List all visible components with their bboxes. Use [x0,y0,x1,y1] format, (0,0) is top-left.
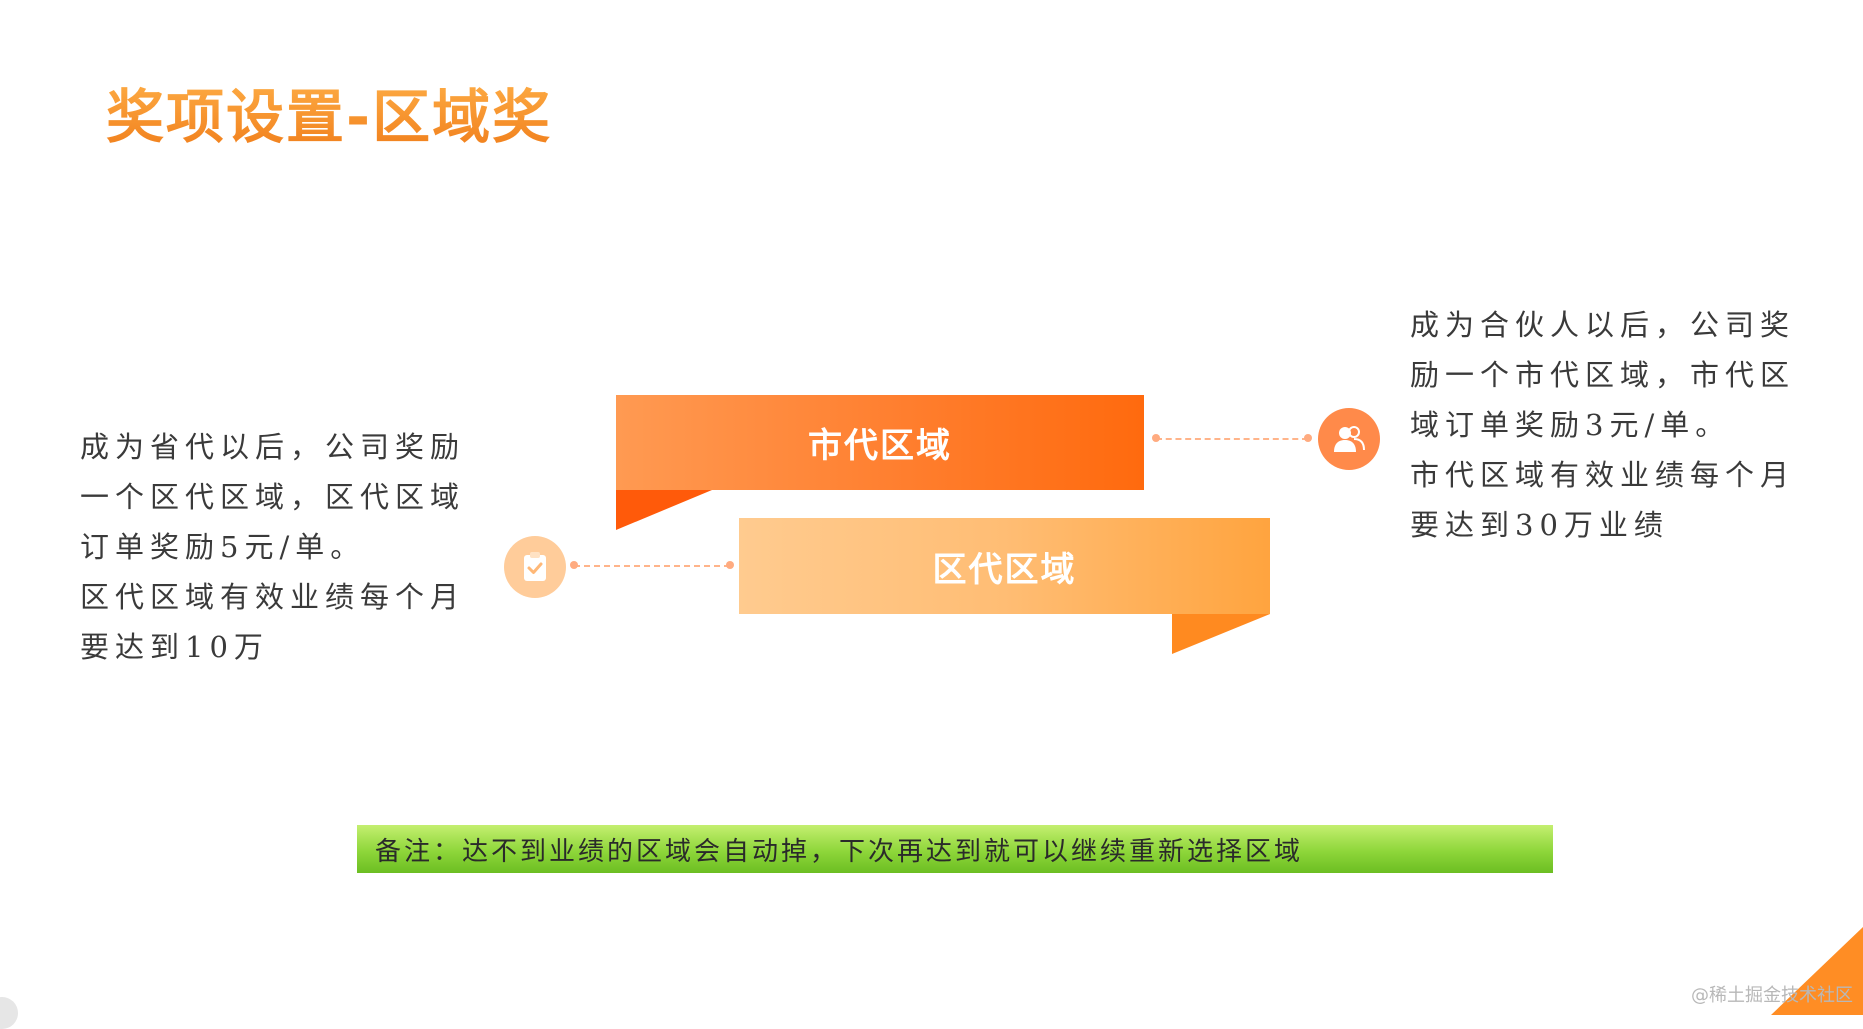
city-region-label: 市代区域 [808,426,952,466]
right-description-line: 域订单奖励3元/单。 [1410,408,1731,442]
district-ribbon-fold [1172,614,1270,654]
right-connector-dot-end [1304,434,1312,442]
left-description: 成为省代以后，公司奖励 一个区代区域，区代区域 订单奖励5元/单。 区代区域有效… [80,422,465,672]
district-region-ribbon: 区代区域 [739,518,1270,614]
users-icon [1318,408,1380,470]
edge-decoration [0,997,18,1029]
page-title: 奖项设置-区域奖 [106,70,552,154]
right-connector-line [1156,438,1308,440]
right-connector-dot-start [1152,434,1160,442]
left-connector-line [574,565,730,567]
corner-decoration [1771,927,1863,1015]
left-connector-dot-start [570,561,578,569]
left-connector-dot-end [726,561,734,569]
left-description-line: 区代区域有效业绩每个月 [80,580,466,614]
left-description-line: 要达到10万 [80,630,269,664]
left-description-line: 成为省代以后，公司奖励 [80,430,466,464]
clipboard-check-icon [504,536,566,598]
note-bar: 备注：达不到业绩的区域会自动掉，下次再达到就可以继续重新选择区域 [357,825,1553,873]
right-description-line: 要达到30万业绩 [1410,508,1669,542]
note-text: 备注：达不到业绩的区域会自动掉，下次再达到就可以继续重新选择区域 [375,836,1304,867]
city-ribbon-fold [616,490,712,530]
watermark: @稀土掘金技术社区 [1691,985,1853,1006]
right-description-line: 励一个市代区域，市代区 [1410,358,1796,392]
left-description-line: 订单奖励5元/单。 [80,530,366,564]
right-description-line: 市代区域有效业绩每个月 [1410,458,1796,492]
left-description-line: 一个区代区域，区代区域 [80,480,466,514]
right-description-line: 成为合伙人以后，公司奖 [1410,308,1796,342]
right-description: 成为合伙人以后，公司奖 励一个市代区域，市代区 域订单奖励3元/单。 市代区域有… [1410,300,1795,550]
district-region-label: 区代区域 [932,549,1077,590]
city-region-ribbon: 市代区域 [616,395,1144,490]
